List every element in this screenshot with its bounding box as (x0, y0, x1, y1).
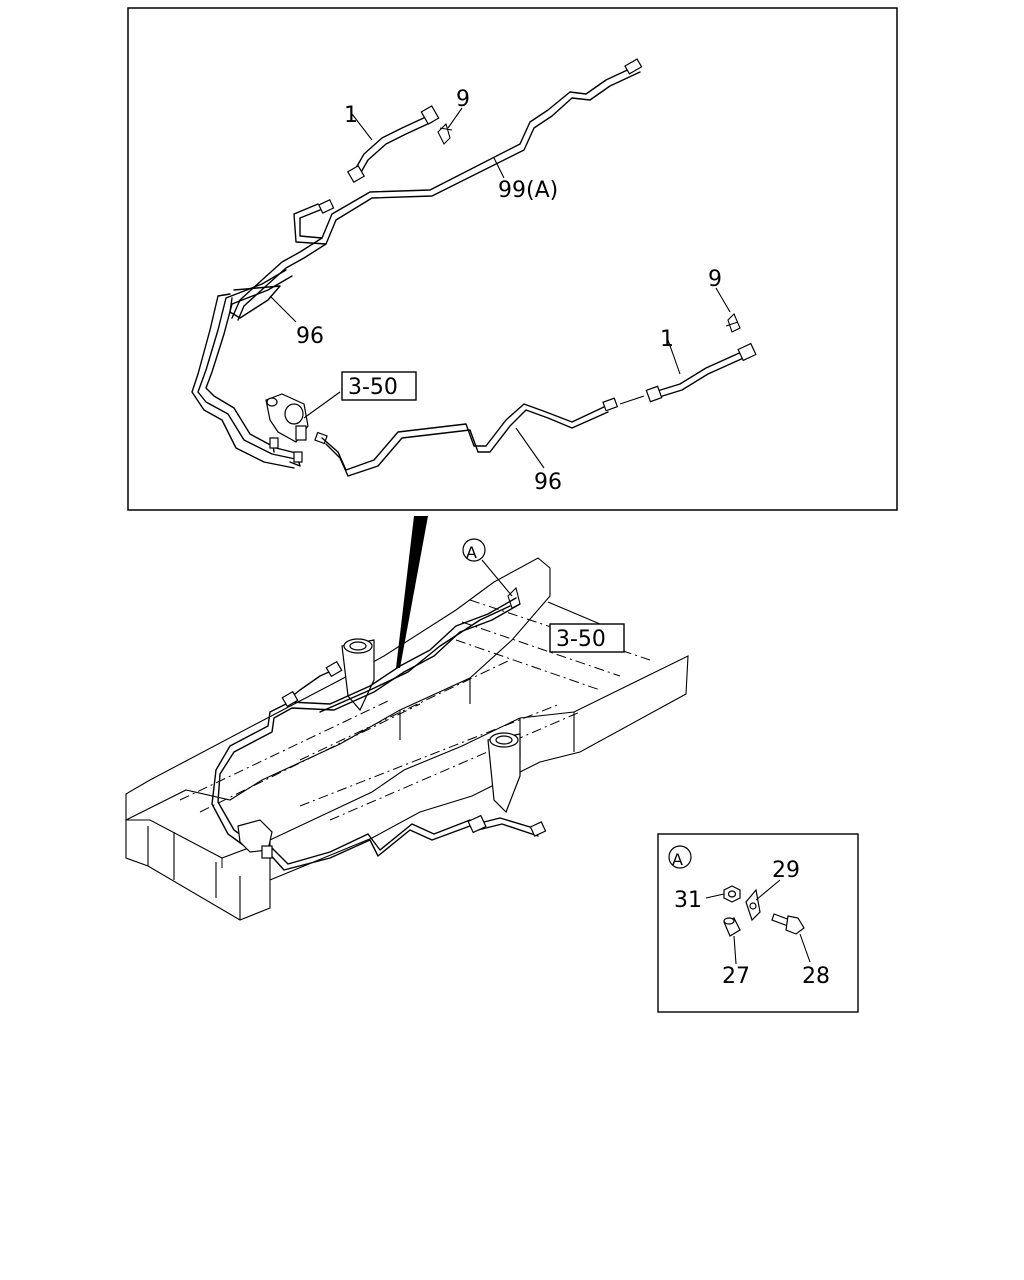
zoom-pointer (396, 516, 428, 668)
frame-valve (237, 819, 273, 859)
frame-post-rear (487, 732, 521, 814)
collar-27 (723, 917, 741, 937)
frame-rail-near (125, 655, 689, 921)
frame-clip-a (507, 586, 521, 609)
clip-9-left (437, 122, 453, 145)
ref-box-frame-leader (547, 601, 601, 625)
upper-leader-lines (269, 107, 731, 469)
detail-a-marker-circle (668, 845, 692, 869)
upper-panel-frame (127, 7, 898, 511)
hose-1-left (346, 105, 440, 184)
pipe-99a-end-fitting (318, 58, 643, 214)
detail-marker-leader (481, 559, 513, 597)
clip-9-right (725, 313, 741, 333)
callout-collar-27: 27 (722, 964, 750, 989)
frame-post-front (341, 638, 375, 712)
callout-pipe-96-right: 96 (534, 470, 562, 495)
callout-clip-9-right: 9 (708, 267, 722, 292)
callout-bolt-28: 28 (802, 964, 830, 989)
callout-nut-31: 31 (674, 888, 702, 913)
ref-box-3-50-upper-label: 3-50 (348, 375, 398, 400)
callout-hose-1-right: 1 (660, 327, 674, 352)
pipe-99a (231, 65, 641, 321)
detail-a-frame (657, 833, 859, 1013)
pipe-96-left (191, 269, 301, 469)
detail-a-inset: A 31 29 27 28 (657, 833, 859, 1013)
callout-clip-9-left: 9 (456, 87, 470, 112)
ref-box-3-50-frame-label: 3-50 (556, 627, 606, 652)
frame-hose-front (281, 660, 343, 708)
detail-a-marker-label: A (672, 850, 683, 869)
frame-rail-far (125, 557, 551, 821)
pipe-96-right (321, 397, 619, 477)
chassis-frame-assembly: A 3-50 (125, 538, 689, 921)
bolt-28 (771, 913, 805, 935)
frame-hose-rear (467, 814, 547, 837)
bracket-29 (745, 888, 761, 922)
proportioning-valve (265, 393, 328, 463)
callout-pipe-99a: 99(A) (498, 178, 558, 203)
ref-box-3-50-frame (549, 623, 625, 653)
hose-1-right (619, 342, 757, 405)
upper-detail-panel: 1 9 99(A) 96 3-50 9 1 96 (127, 7, 898, 511)
nut-31 (723, 885, 741, 903)
cross-member (179, 599, 651, 813)
detail-marker-frame-label: A (466, 543, 477, 562)
callout-pipe-96-left: 96 (296, 324, 324, 349)
detail-marker-circle-frame (462, 538, 486, 562)
frame-brake-pipes (211, 597, 541, 871)
callout-bracket-29: 29 (772, 858, 800, 883)
callout-hose-1-left: 1 (344, 103, 358, 128)
ref-box-3-50-upper (341, 371, 417, 401)
